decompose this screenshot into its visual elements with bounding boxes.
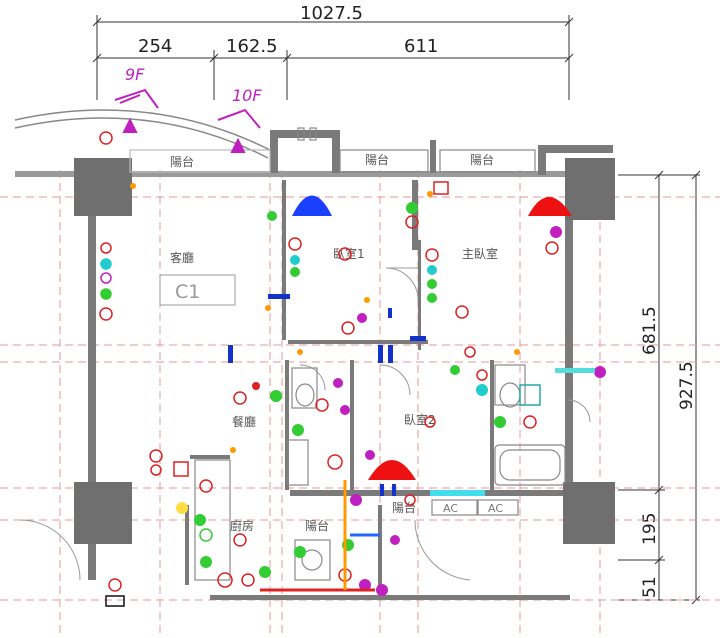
ac-label-1: AC (443, 502, 458, 515)
room-kitchen: 廚房 (230, 518, 254, 533)
doors (19, 267, 591, 581)
column-bottom-left (74, 482, 132, 544)
room-balcony-top-left: 陽台 (170, 154, 194, 169)
room-bedroom-2: 臥室2 (404, 412, 436, 427)
columns (74, 158, 615, 544)
room-dining: 餐廳 (232, 414, 256, 429)
room-balcony-top-right: 陽台 (470, 152, 494, 167)
dim-segment-3: 611 (404, 36, 438, 57)
floor-tag-group-1 (114, 88, 159, 133)
grid-lines (0, 170, 720, 638)
dim-segment-2: 162.5 (226, 36, 278, 57)
room-balcony-bottom: 陽台 (305, 518, 329, 533)
floor-tag-10f: 10F (232, 86, 262, 105)
floor-tag-9f: 9F (125, 65, 145, 84)
room-balcony-bottom-right: 陽台 (392, 500, 416, 515)
dim-total-width: 1027.5 (300, 3, 363, 24)
room-balcony-top-mid: 陽台 (365, 152, 389, 167)
floor-tag-group-2 (217, 108, 261, 153)
red-view-marker-bottom (368, 460, 416, 480)
view-markers (292, 195, 572, 480)
device-symbols (99, 131, 606, 607)
unit-tag: C1 (175, 281, 200, 303)
dim-height-lower: 195 (640, 513, 660, 545)
column-top-left (74, 158, 132, 216)
column-bottom-right (563, 482, 615, 544)
balcony-windows (129, 127, 536, 173)
dim-height-upper: 681.5 (640, 306, 660, 355)
dim-height-total: 927.5 (677, 361, 697, 410)
column-top-right (565, 158, 615, 220)
top-dimension-lines (92, 15, 574, 100)
room-master-bedroom: 主臥室 (462, 246, 498, 261)
unit-tag-box (159, 274, 236, 306)
dim-height-bottom: 51 (640, 576, 660, 598)
blue-view-marker (292, 195, 332, 216)
dim-segment-1: 254 (138, 36, 172, 57)
red-view-marker-top (528, 197, 572, 216)
room-living: 客廳 (170, 250, 194, 265)
ac-label-2: AC (488, 502, 503, 515)
right-dimension-lines (618, 170, 701, 605)
